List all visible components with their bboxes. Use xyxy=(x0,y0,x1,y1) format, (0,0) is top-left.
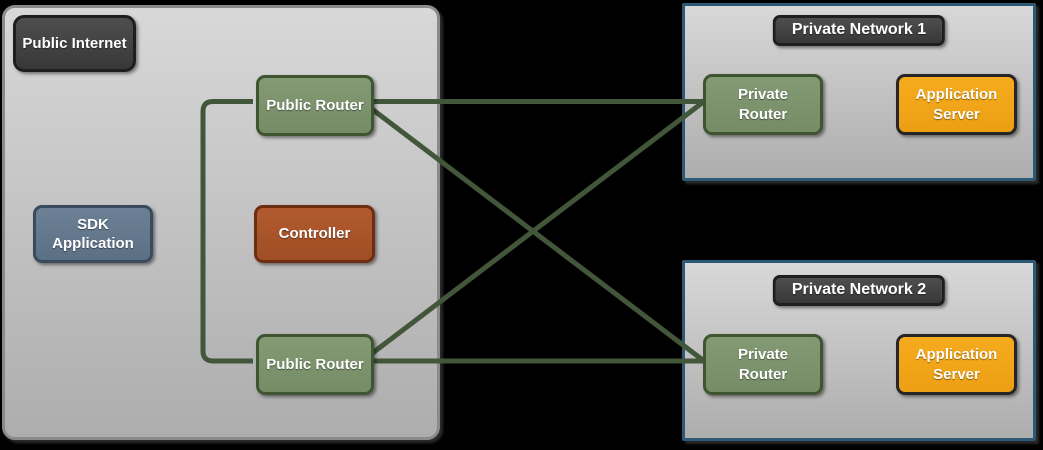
private-router-1-label: Private Router xyxy=(737,86,789,123)
application-server-2-label: Application Server xyxy=(915,346,998,383)
private-network-1-container: Private Network 1 Private Router Applica… xyxy=(682,3,1036,181)
private-network-2-container: Private Network 2 Private Router Applica… xyxy=(682,260,1036,441)
public-router-2-label: Public Router xyxy=(266,355,364,373)
private-network-1-title-text: Private Network 1 xyxy=(791,21,927,39)
controller-label: Controller xyxy=(278,225,351,243)
private-router-1-node: Private Router xyxy=(703,74,823,135)
sdk-application-node: SDK Application xyxy=(33,205,153,263)
private-network-2-title: Private Network 2 xyxy=(772,275,946,306)
public-router-1-label: Public Router xyxy=(266,96,364,114)
private-network-1-title: Private Network 1 xyxy=(772,15,946,46)
public-router-1-node: Public Router xyxy=(256,75,374,136)
public-internet-label: Public Internet xyxy=(13,15,136,72)
private-router-2-label: Private Router xyxy=(737,346,789,383)
sdk-application-label: SDK Application xyxy=(52,215,134,252)
application-server-1-label: Application Server xyxy=(915,86,998,123)
controller-node: Controller xyxy=(254,205,375,263)
application-server-1-node: Application Server xyxy=(896,74,1017,135)
public-internet-container: Public Internet SDK Application Controll… xyxy=(2,5,440,440)
private-network-2-title-text: Private Network 2 xyxy=(791,281,927,299)
public-router-2-node: Public Router xyxy=(256,334,374,395)
application-server-2-node: Application Server xyxy=(896,334,1017,395)
private-router-2-node: Private Router xyxy=(703,334,823,395)
public-internet-label-text: Public Internet xyxy=(22,34,127,52)
